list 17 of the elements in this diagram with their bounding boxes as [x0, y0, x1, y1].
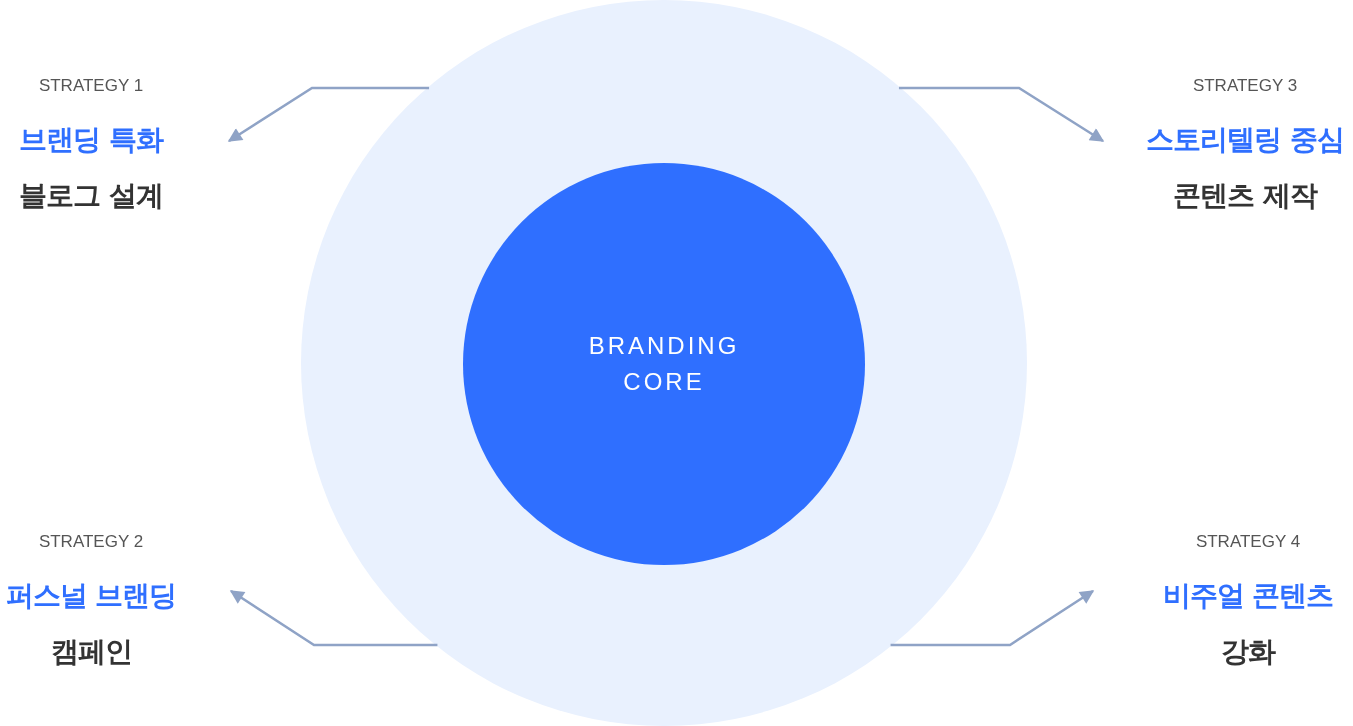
strategy-subtitle: 블로그 설계 — [19, 178, 163, 214]
arrow — [227, 86, 430, 143]
strategy-number: STRATEGY 3 — [1192, 76, 1298, 96]
core-label: BRANDING CORE — [587, 331, 741, 397]
arrow — [898, 86, 1105, 143]
strategy-title: 스토리텔링 중심 — [1146, 122, 1344, 158]
strategy-title: 비주얼 콘텐츠 — [1162, 578, 1334, 614]
strategy-number: STRATEGY 4 — [1195, 532, 1301, 552]
strategy-number: STRATEGY 2 — [38, 532, 144, 552]
strategy-title: 퍼스널 브랜딩 — [5, 578, 177, 614]
strategy-subtitle: 콘텐츠 제작 — [1173, 178, 1317, 214]
arrow — [229, 589, 438, 647]
strategy-title: 브랜딩 특화 — [19, 122, 163, 158]
strategy-number: STRATEGY 1 — [38, 76, 144, 96]
strategy-subtitle: 강화 — [1221, 634, 1275, 670]
strategy-subtitle: 캠페인 — [50, 634, 132, 670]
arrow — [890, 589, 1095, 647]
